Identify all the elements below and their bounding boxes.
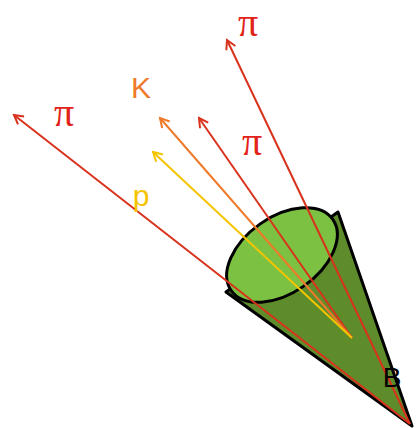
proton-track [153, 152, 352, 338]
pion-track [14, 115, 410, 424]
cone-base [209, 188, 354, 321]
pion-track [227, 40, 410, 424]
kaon-label: K [131, 73, 151, 103]
pion-label: π [238, 3, 258, 43]
pion-label: π [242, 122, 262, 162]
pion-label: π [54, 93, 74, 133]
proton-label: p [133, 181, 150, 211]
kaon-track [160, 118, 352, 338]
meson-label: B [383, 364, 402, 392]
pion-track [199, 118, 352, 338]
